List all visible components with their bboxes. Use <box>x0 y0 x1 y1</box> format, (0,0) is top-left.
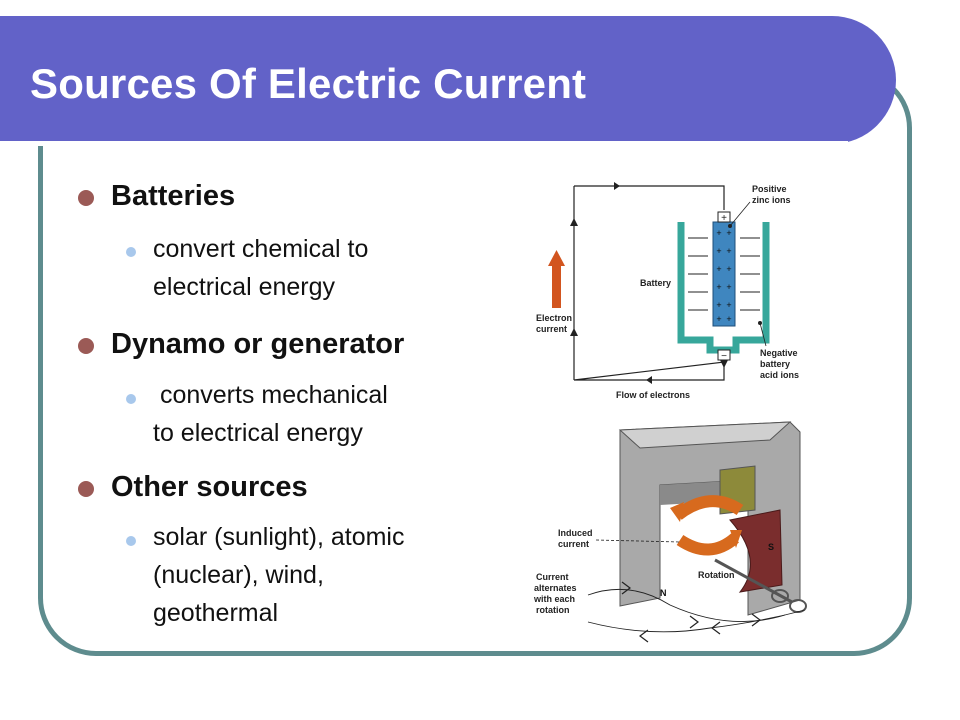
bullet-dot <box>78 338 94 354</box>
label-pole-n: N <box>660 588 667 598</box>
generator-diagram: S N Induced current Rotation Current alt… <box>533 421 807 643</box>
sub-bullet-line: converts mechanical <box>153 381 388 409</box>
ion-arrows <box>688 237 760 311</box>
shaft <box>714 558 793 604</box>
svg-text:+: + <box>726 228 731 238</box>
wire-arrow <box>646 376 652 384</box>
bullet-heading-dynamo: Dynamo or generator <box>111 328 405 360</box>
bullet-heading-batteries: Batteries <box>111 180 236 212</box>
slip-ring <box>771 589 789 603</box>
svg-text:+: + <box>716 246 721 256</box>
title-underline <box>0 141 848 146</box>
label-current-alternates: rotation <box>536 605 570 615</box>
current-arrowheads <box>621 581 761 643</box>
label-negative-ions: battery <box>760 359 790 369</box>
sub-bullet-line: to electrical energy <box>153 419 363 447</box>
bullet-dot <box>78 190 94 206</box>
sub-bullet-line: solar (sunlight), atomic <box>153 523 405 551</box>
label-rotation: Rotation <box>698 570 735 580</box>
svg-text:+: + <box>716 314 721 324</box>
electron-current-arrow <box>552 264 561 308</box>
armature-arrow <box>730 530 742 548</box>
wire-arrow <box>570 328 578 336</box>
slide-title: Sources Of Electric Current <box>30 60 587 107</box>
bullet-heading-other: Other sources <box>111 471 308 503</box>
svg-text:+: + <box>716 300 721 310</box>
svg-text:+: + <box>716 264 721 274</box>
svg-text:+: + <box>716 282 721 292</box>
label-electron-current: current <box>536 324 567 334</box>
label-negative-ions: acid ions <box>760 370 799 380</box>
wire-arrow <box>720 360 728 368</box>
zinc-ion-signs: + + + + + + + + + + + + <box>716 228 731 324</box>
armature-coil <box>674 495 744 520</box>
armature-coil <box>676 533 739 556</box>
label-current-alternates: with each <box>533 594 575 604</box>
negative-terminal-sign: − <box>721 351 727 362</box>
pole-s <box>729 509 783 593</box>
title-band: Sources Of Electric Current <box>0 16 896 146</box>
sub-bullet-dot <box>126 536 136 546</box>
positive-terminal <box>717 211 731 223</box>
sub-bullet-line: geothermal <box>153 599 279 627</box>
label-current-alternates: alternates <box>534 583 577 593</box>
battery-circuit-diagram: Electron current + − ++ ++ ++ ++ ++ ++ B… <box>536 182 799 400</box>
positive-terminal-sign: + <box>721 213 727 224</box>
label-negative-ions: Negative <box>760 348 798 358</box>
svg-text:+: + <box>716 228 721 238</box>
svg-text:+: + <box>726 246 731 256</box>
label-positive-ions: Positive <box>752 184 787 194</box>
sub-bullet-line: convert chemical to <box>153 235 369 263</box>
negative-terminal <box>717 349 731 361</box>
bullet-dot <box>78 481 94 497</box>
label-electron-current: Electron <box>536 313 572 323</box>
armature-arrow <box>670 502 684 522</box>
svg-text:+: + <box>726 314 731 324</box>
svg-text:+: + <box>726 282 731 292</box>
sub-bullet-dot <box>126 247 136 257</box>
electron-current-arrow-head <box>548 250 565 266</box>
label-induced-current: current <box>558 539 589 549</box>
label-positive-ions: zinc ions <box>752 195 791 205</box>
sub-bullet-line: (nuclear), wind, <box>153 561 324 589</box>
label-flow-of-electrons: Flow of electrons <box>616 390 690 400</box>
label-current-alternates: Current <box>536 572 569 582</box>
label-pole-s: S <box>768 542 774 552</box>
label-battery: Battery <box>640 278 671 288</box>
current-loop <box>587 588 786 622</box>
svg-text:+: + <box>726 300 731 310</box>
wire-arrow <box>570 218 578 226</box>
sub-bullet-line: electrical energy <box>153 273 336 301</box>
current-loop <box>587 609 806 633</box>
magnet-top <box>618 421 792 449</box>
wire-arrow <box>614 182 620 190</box>
label-induced-current: Induced <box>558 528 593 538</box>
sub-bullet-dot <box>126 394 136 404</box>
svg-text:+: + <box>726 264 731 274</box>
